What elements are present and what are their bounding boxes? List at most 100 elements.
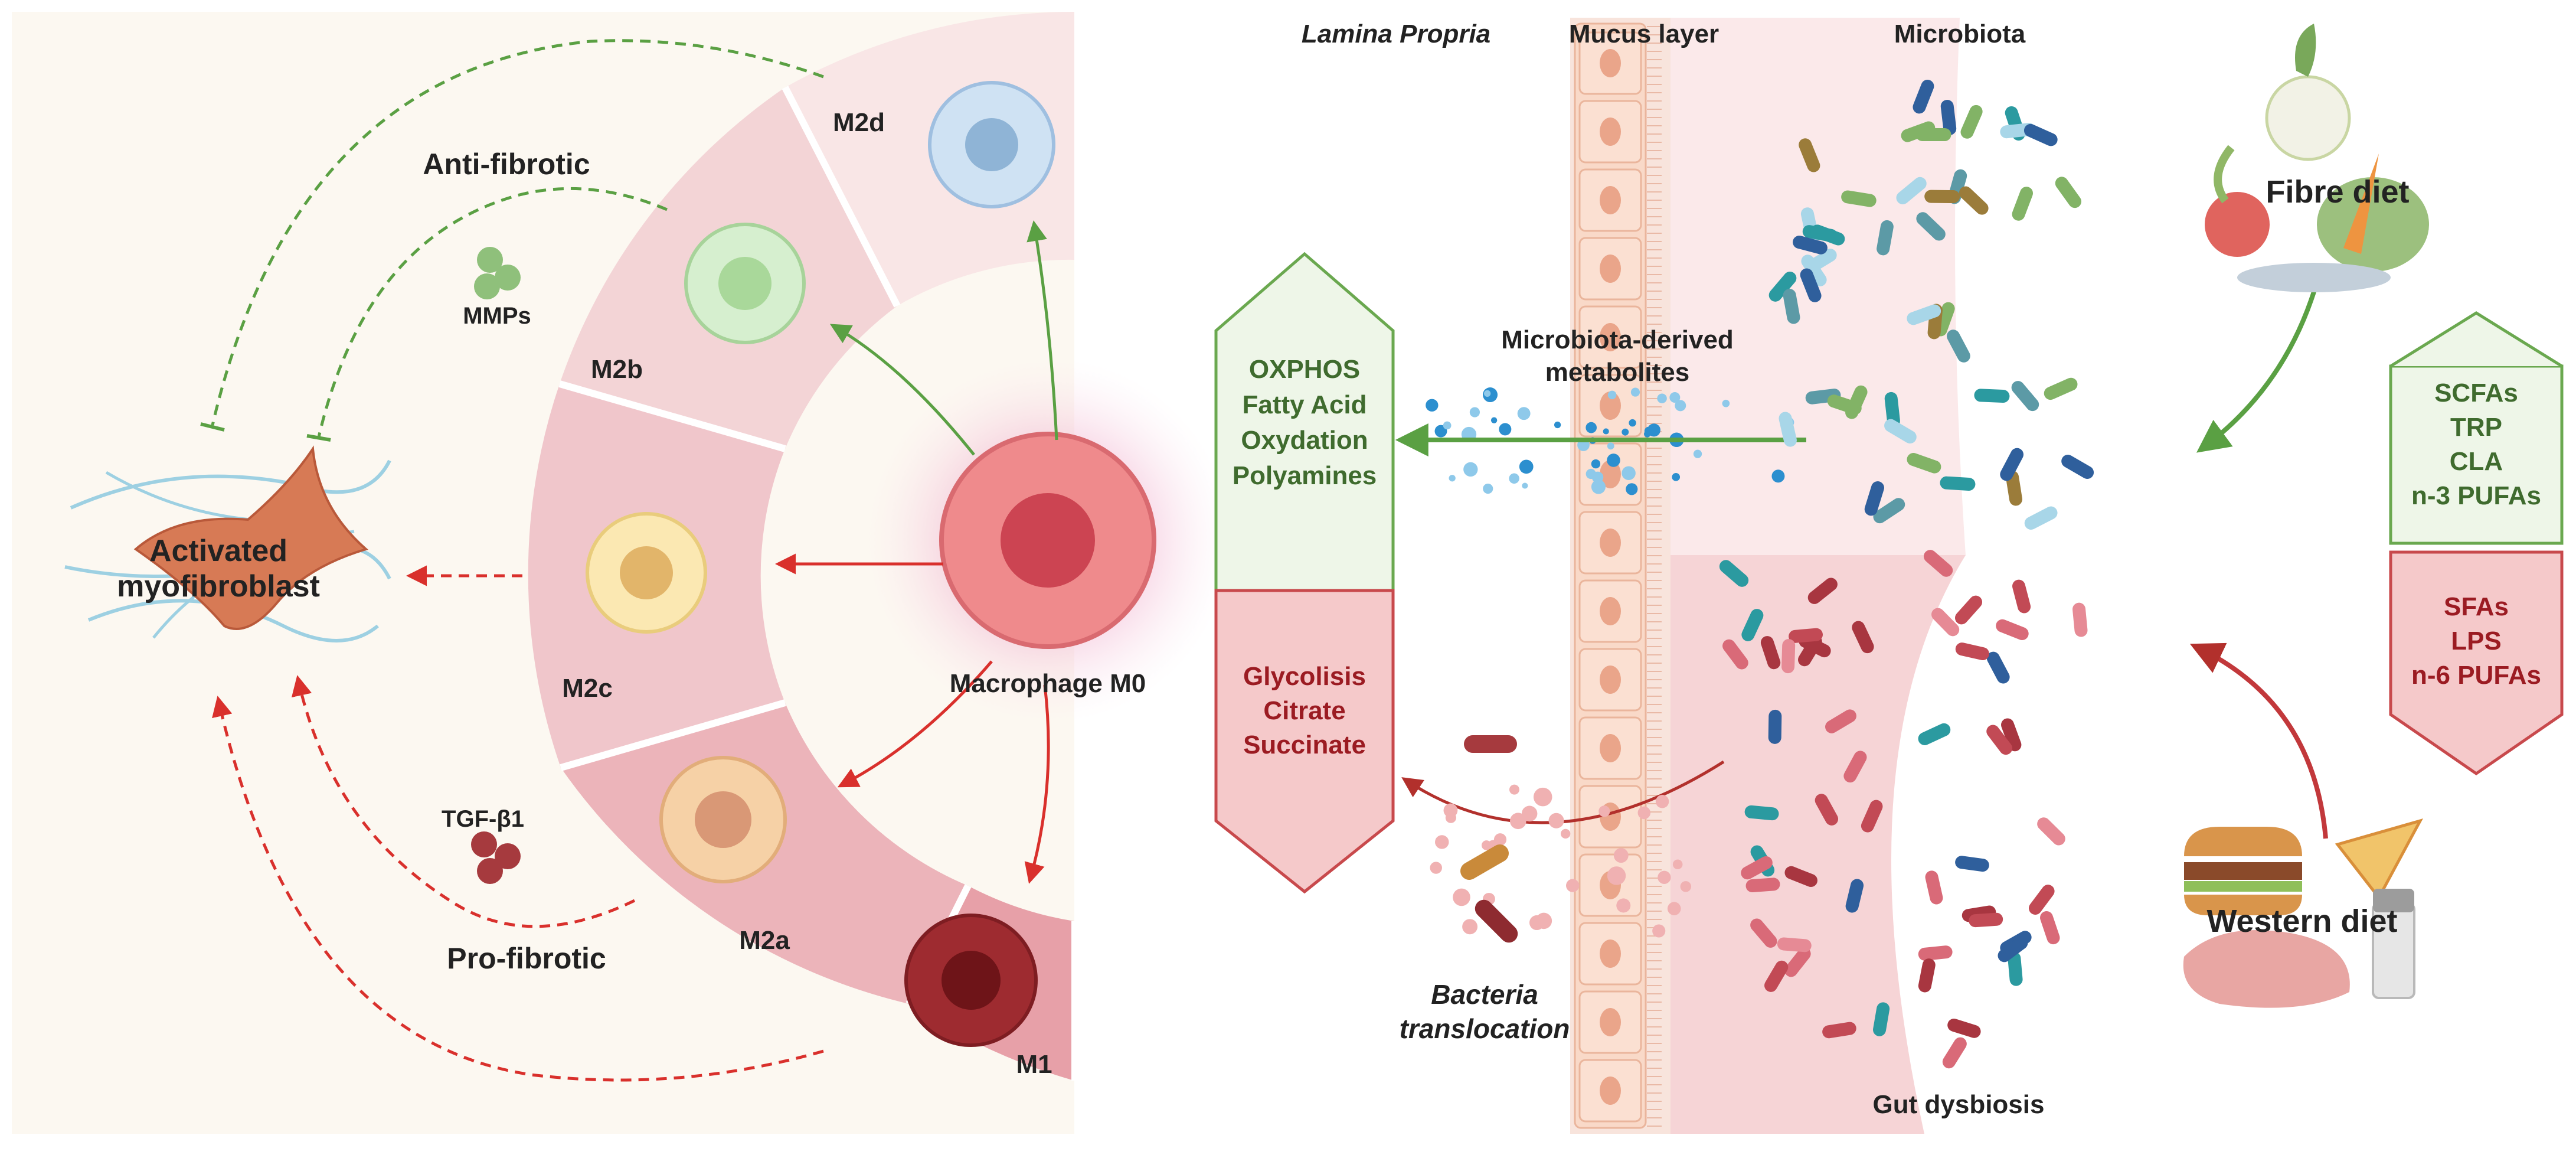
dysbiotic-bacterium [1954, 595, 1983, 625]
metabolite-dot [1722, 399, 1730, 407]
m2c-cell [586, 512, 707, 634]
green-box-line1: OXPHOS [1249, 355, 1360, 384]
lamina-propria-label: Lamina Propria [1302, 19, 1490, 48]
translocation-dot [1509, 813, 1526, 830]
translocation-particles [1430, 784, 1692, 938]
dysbiotic-bacterium [2040, 911, 2060, 945]
gut-dysbiosis-label: Gut dysbiosis [1873, 1090, 2045, 1119]
dysbiotic-bacterium [1784, 947, 1811, 977]
dysbiotic-bacterium [1861, 800, 1883, 833]
epithelial-cell-column [1574, 22, 1647, 1129]
pro-fibrotic-label: Pro-fibrotic [447, 942, 606, 975]
metabolite-dot [1675, 400, 1686, 412]
translocation-dot [1529, 915, 1545, 931]
myofibroblast-label-line1: Activated [149, 534, 287, 568]
metabolite-dot [1483, 390, 1491, 397]
commensal-bacterium [1768, 271, 1797, 302]
dysbiotic-bacterium [1815, 794, 1839, 826]
metabolite-dot [1629, 419, 1636, 427]
commensal-bacterium [1907, 304, 1941, 325]
commensal-bacterium [2061, 454, 2094, 479]
commensal-bacterium [2044, 377, 2078, 400]
metabolite-dot [1499, 423, 1512, 436]
dysbiotic-bacterium [1931, 608, 1960, 637]
metabolite-dot [1463, 462, 1478, 477]
metabolite-dot [1603, 428, 1609, 435]
epithelial-nucleus [1600, 392, 1621, 420]
fibre-box-line2: TRP [2450, 413, 2502, 442]
translocation-dot [1680, 881, 1692, 892]
epithelial-nucleus [1600, 460, 1621, 488]
translocation-dot [1561, 828, 1571, 839]
dysbiotic-bacterium [2001, 718, 2022, 752]
metabolite-dot [1434, 425, 1447, 438]
commensal-bacterium [1916, 212, 1946, 241]
dysbiotic-bacterium [1998, 936, 2028, 963]
m2d-cell [928, 81, 1055, 208]
metabolite-dot [1607, 390, 1617, 400]
western-box-line2: LPS [2451, 627, 2502, 655]
commensal-bacterium [1974, 389, 2010, 403]
dysbiotic-bacterium [1741, 856, 1773, 880]
dysbiotic-bacterium [1781, 639, 1796, 674]
translocation-dot [1533, 787, 1552, 807]
epithelial-nucleus [1600, 940, 1621, 968]
activated-myofibroblast [64, 445, 391, 642]
dysbiotic-bacterium [1955, 642, 1989, 661]
translocation-dot [1509, 784, 1519, 795]
anti-inflammatory-metabolism-box [1214, 252, 1395, 592]
dysbiotic-bacterium [2072, 602, 2088, 637]
commensal-bacterium [1884, 392, 1900, 428]
translocation-dot [1445, 812, 1456, 823]
western-diet-metabolites-box [2389, 550, 2564, 776]
m2d-label: M2d [833, 108, 885, 137]
metabolite-dot [1586, 422, 1597, 433]
commensal-bacterium [1793, 236, 1828, 255]
dysbiotic-bacterium [1986, 725, 2013, 755]
commensal-bacterium [1845, 385, 1868, 419]
dysbiotic-bacterium [1923, 550, 1953, 577]
metabolite-dot [1483, 483, 1493, 494]
fibre-box-line4: n-3 PUFAs [2411, 481, 2541, 510]
translocation-dot [1613, 848, 1629, 863]
dysbiotic-bacterium [1918, 723, 1951, 745]
western-box-line1: SFAs [2444, 592, 2509, 621]
commensal-bacterium [1877, 220, 1894, 256]
translocation-dot [1566, 879, 1580, 892]
m2c-label: M2c [562, 674, 613, 703]
macrophage-m0-label: Macrophage M0 [950, 669, 1146, 698]
metabolite-dot [1509, 473, 1519, 484]
commensal-bacterium [2023, 123, 2058, 146]
metabolites-label-line2: metabolites [1545, 358, 1690, 387]
m2a-cell [659, 756, 787, 883]
dysbiotic-bacterium [1845, 879, 1864, 913]
red-box-line2: Citrate [1263, 696, 1345, 725]
metabolite-dot [1672, 472, 1681, 481]
dysbiotic-bacterium [1925, 870, 1943, 905]
dysbiotic-bacterium [1843, 751, 1867, 783]
translocation-dot [1616, 898, 1631, 913]
metabolite-dot [1622, 466, 1636, 480]
mmps-icon [474, 247, 521, 299]
metabolite-dot [1626, 483, 1638, 495]
dysbiotic-bacterium [1784, 866, 1817, 888]
dysbiotic-bacterium [1750, 918, 1777, 948]
tgf-beta1-icon [471, 831, 521, 884]
pro-fibrotic-arrows [212, 565, 824, 1082]
metabolite-dot [1607, 442, 1614, 450]
commensal-bacterium [1779, 412, 1797, 447]
dysbiotic-bacterium [1764, 960, 1789, 992]
dysbiotic-bacterium [1825, 709, 1856, 733]
commensal-bacterium [2011, 381, 2039, 412]
commensal-bacterium [1959, 186, 1989, 215]
dysbiotic-bacterium [1986, 651, 2010, 684]
fibre-diet-food-icon [2205, 24, 2429, 292]
m2b-label: M2b [591, 355, 643, 384]
metabolite-dot [1490, 417, 1498, 423]
western-diet-arrow [2189, 642, 2328, 839]
metabolite-dot [1607, 454, 1620, 467]
commensal-bacterium [1884, 419, 1917, 444]
fibre-diet-label: Fibre diet [2266, 174, 2409, 210]
